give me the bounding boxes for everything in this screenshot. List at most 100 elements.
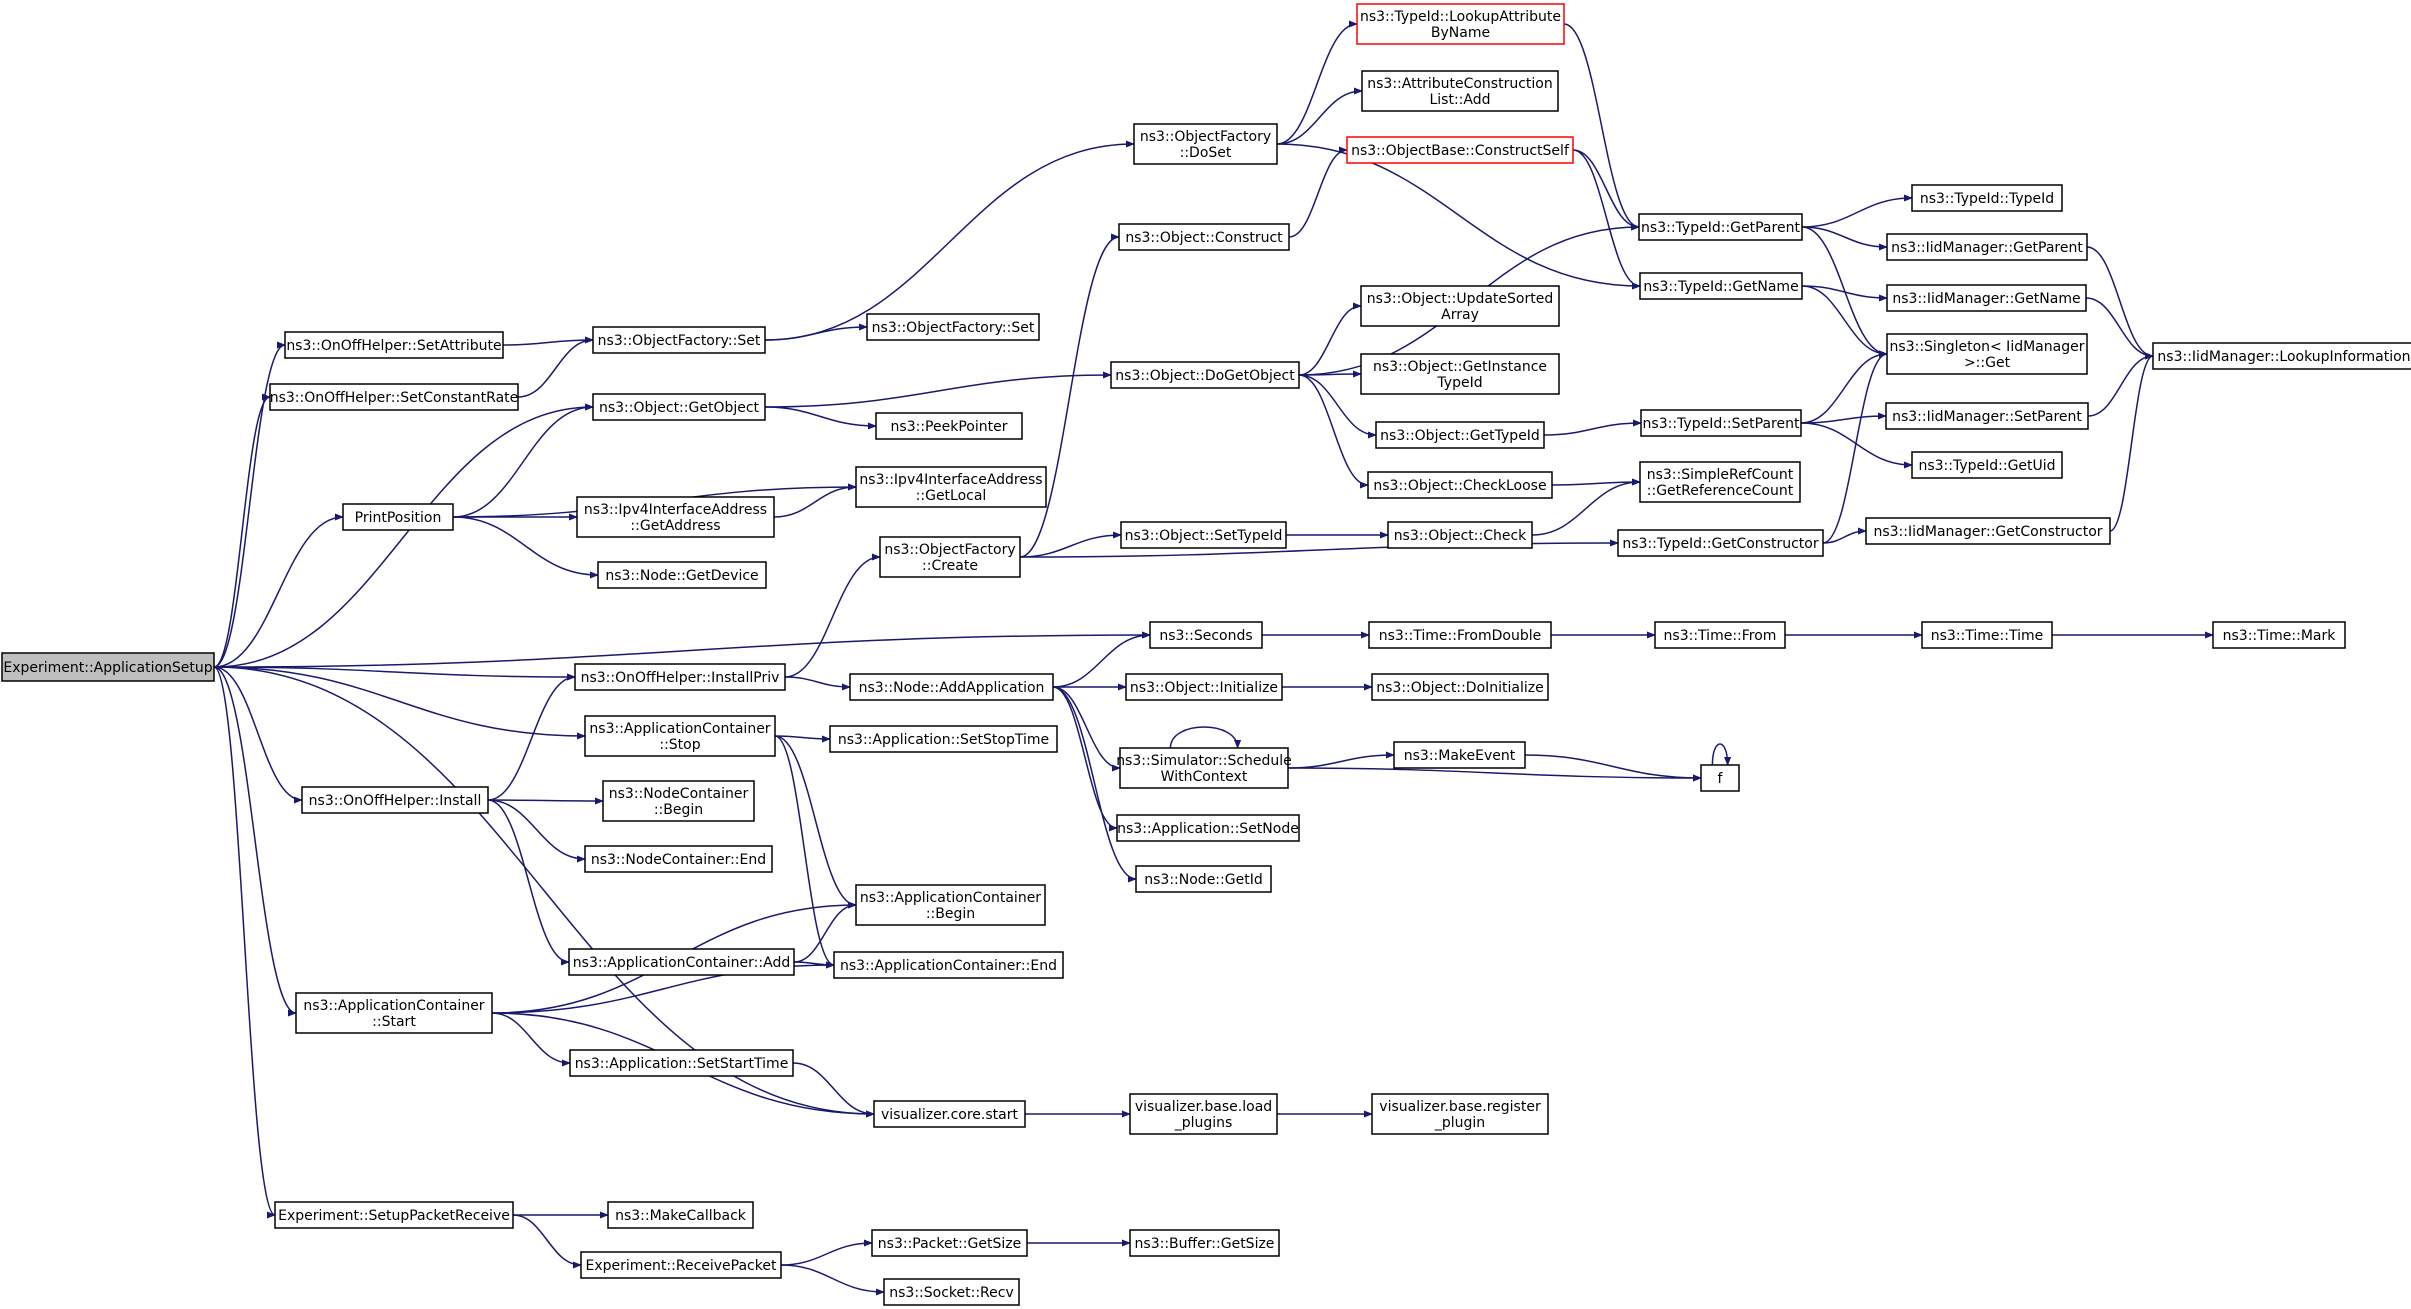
node-appc-begin[interactable]: ns3::ApplicationContainer::Begin — [855, 884, 1046, 926]
edge-onoff-setattr-to-objf-set — [502, 336, 594, 346]
node-time-time[interactable]: ns3::Time::Time — [1921, 621, 2053, 649]
node-objf-set[interactable]: ns3::ObjectFactory::Set — [592, 326, 766, 354]
node-viz-loadplugins[interactable]: visualizer.base.load_plugins — [1129, 1093, 1278, 1135]
node-obj-doinitialize[interactable]: ns3::Object::DoInitialize — [1371, 673, 1549, 701]
node-objf-set2[interactable]: ns3::ObjectFactory::Set — [866, 313, 1040, 341]
node-typeid-getparent[interactable]: ns3::TypeId::GetParent — [1638, 213, 1803, 241]
node-typeid-getname[interactable]: ns3::TypeId::GetName — [1639, 272, 1803, 300]
node-ipv4-getlocal[interactable]: ns3::Ipv4InterfaceAddress::GetLocal — [855, 466, 1047, 508]
node-singleton-get[interactable]: ns3::Singleton< IidManager>::Get — [1886, 333, 2088, 375]
node-typeid-getuid[interactable]: ns3::TypeId::GetUid — [1911, 451, 2063, 479]
node-obj-settypeid[interactable]: ns3::Object::SetTypeId — [1120, 521, 1287, 549]
edge-printpos-to-obj-getobject — [452, 403, 594, 518]
node-box — [1118, 223, 1290, 251]
node-label: ns3::Time::Time — [1931, 628, 2043, 644]
node-box — [849, 673, 1054, 701]
node-onoff-install[interactable]: ns3::OnOffHelper::Install — [301, 786, 489, 814]
node-typeid-setparent[interactable]: ns3::TypeId::SetParent — [1640, 409, 1802, 437]
node-viz-start[interactable]: visualizer.core.start — [873, 1100, 1026, 1128]
node-node-addapp[interactable]: ns3::Node::AddApplication — [849, 673, 1054, 701]
node-onoff-setattr[interactable]: ns3::OnOffHelper::SetAttribute — [284, 331, 504, 359]
node-iid-lookupinfo[interactable]: ns3::IidManager::LookupInformation — [2152, 342, 2411, 370]
edge-appc-stop-to-appc-begin — [774, 735, 857, 909]
node-appc-stop[interactable]: ns3::ApplicationContainer::Stop — [584, 715, 776, 757]
node-label: ns3::ObjectBase::ConstructSelf — [1351, 143, 1570, 159]
node-node-getdevice[interactable]: ns3::Node::GetDevice — [597, 561, 767, 589]
edge-obj-check-to-simplerefcount — [1531, 478, 1641, 536]
edge-typeid-setparent-to-iid-setparent — [1800, 412, 1887, 424]
node-box — [574, 663, 786, 691]
edge-obj-dogetobject-to-obj-gettypeid — [1298, 374, 1377, 439]
node-peekpointer[interactable]: ns3::PeekPointer — [875, 412, 1023, 440]
node-label: ::GetAddress — [630, 518, 720, 534]
node-obj-getobject[interactable]: ns3::Object::GetObject — [592, 393, 766, 421]
edge-typeid-getconstructor-to-iid-getconstructor — [1822, 527, 1867, 544]
node-time-fromdouble[interactable]: ns3::Time::FromDouble — [1368, 621, 1552, 649]
node-seconds[interactable]: ns3::Seconds — [1149, 621, 1263, 649]
node-make-callback[interactable]: ns3::MakeCallback — [607, 1201, 754, 1229]
node-buffer-getsize[interactable]: ns3::Buffer::GetSize — [1129, 1229, 1280, 1257]
node-objf-doset[interactable]: ns3::ObjectFactory::DoSet — [1133, 123, 1278, 165]
node-time-from[interactable]: ns3::Time::From — [1654, 621, 1786, 649]
node-packet-getsize[interactable]: ns3::Packet::GetSize — [871, 1229, 1028, 1257]
edge-sim-schedule-to-sim-schedule — [1169, 726, 1242, 749]
node-simplerefcount[interactable]: ns3::SimpleRefCount::GetReferenceCount — [1639, 461, 1801, 503]
node-appc-end[interactable]: ns3::ApplicationContainer::End — [833, 951, 1064, 979]
node-obj-dogetobject[interactable]: ns3::Object::DoGetObject — [1110, 361, 1300, 389]
node-iid-getname[interactable]: ns3::IidManager::GetName — [1886, 284, 2087, 312]
node-box — [871, 1229, 1028, 1257]
edge-obj-getobject-to-peekpointer — [764, 406, 877, 430]
node-label: ns3::TypeId::LookupAttribute — [1360, 9, 1561, 25]
node-socket-recv[interactable]: ns3::Socket::Recv — [883, 1278, 1020, 1306]
edge-iid-setparent-to-iid-lookupinfo — [2087, 352, 2154, 417]
node-setup-recv[interactable]: Experiment::SetupPacketReceive — [274, 1201, 514, 1229]
node-obj-check[interactable]: ns3::Object::Check — [1387, 521, 1533, 549]
node-appc-add[interactable]: ns3::ApplicationContainer::Add — [568, 948, 795, 976]
node-label: ns3::Time::From — [1664, 628, 1777, 644]
node-objf-create[interactable]: ns3::ObjectFactory::Create — [879, 536, 1021, 578]
node-box — [569, 1049, 794, 1077]
node-label: List::Add — [1429, 92, 1490, 108]
node-typeid-typeid[interactable]: ns3::TypeId::TypeId — [1911, 184, 2063, 212]
node-obj-checkloose[interactable]: ns3::Object::CheckLoose — [1367, 471, 1553, 499]
node-node-getid[interactable]: ns3::Node::GetId — [1135, 865, 1272, 893]
node-label: ns3::IidManager::LookupInformation — [2157, 349, 2410, 365]
node-iid-setparent[interactable]: ns3::IidManager::SetParent — [1885, 402, 2089, 430]
node-obj-gettypeid[interactable]: ns3::Object::GetTypeId — [1375, 421, 1545, 449]
node-viz-registerplugin[interactable]: visualizer.base.register_plugin — [1371, 1093, 1549, 1135]
edge-setup-recv-to-recv-packet — [512, 1214, 582, 1269]
node-box — [1387, 521, 1533, 549]
node-typeid-getconstructor[interactable]: ns3::TypeId::GetConstructor — [1617, 529, 1824, 557]
node-objbase-constructself[interactable]: ns3::ObjectBase::ConstructSelf — [1346, 136, 1574, 164]
node-obj-initialize[interactable]: ns3::Object::Initialize — [1125, 673, 1283, 701]
node-appc-start[interactable]: ns3::ApplicationContainer::Start — [295, 992, 493, 1034]
edge-root-to-onoff-installpriv — [213, 666, 576, 681]
node-obj-construct[interactable]: ns3::Object::Construct — [1118, 223, 1290, 251]
node-box — [1911, 184, 2063, 212]
node-app-setnode[interactable]: ns3::Application::SetNode — [1116, 814, 1300, 842]
node-nc-begin[interactable]: ns3::NodeContainer::Begin — [602, 780, 755, 822]
node-root[interactable]: Experiment::ApplicationSetup — [1, 652, 215, 682]
node-box — [875, 412, 1023, 440]
node-f[interactable]: f — [1700, 764, 1740, 792]
node-recv-packet[interactable]: Experiment::ReceivePacket — [580, 1251, 782, 1279]
node-app-setstop[interactable]: ns3::Application::SetStopTime — [829, 725, 1058, 753]
node-printpos[interactable]: PrintPosition — [342, 503, 454, 531]
node-iid-getparent[interactable]: ns3::IidManager::GetParent — [1886, 233, 2088, 261]
node-time-mark[interactable]: ns3::Time::Mark — [2212, 621, 2346, 649]
node-ipv4-getaddr[interactable]: ns3::Ipv4InterfaceAddress::GetAddress — [576, 496, 775, 538]
edge-node-addapp-to-sim-schedule — [1052, 686, 1121, 772]
node-nc-end[interactable]: ns3::NodeContainer::End — [584, 845, 773, 873]
node-onoff-setrate[interactable]: ns3::OnOffHelper::SetConstantRate — [269, 383, 519, 411]
node-makeevent[interactable]: ns3::MakeEvent — [1393, 741, 1526, 769]
node-iid-getconstructor[interactable]: ns3::IidManager::GetConstructor — [1865, 517, 2111, 545]
node-label: ::GetReferenceCount — [1647, 483, 1794, 499]
node-app-setstart[interactable]: ns3::Application::SetStartTime — [569, 1049, 794, 1077]
node-onoff-installpriv[interactable]: ns3::OnOffHelper::InstallPriv — [574, 663, 786, 691]
edge-recv-packet-to-socket-recv — [780, 1264, 885, 1296]
